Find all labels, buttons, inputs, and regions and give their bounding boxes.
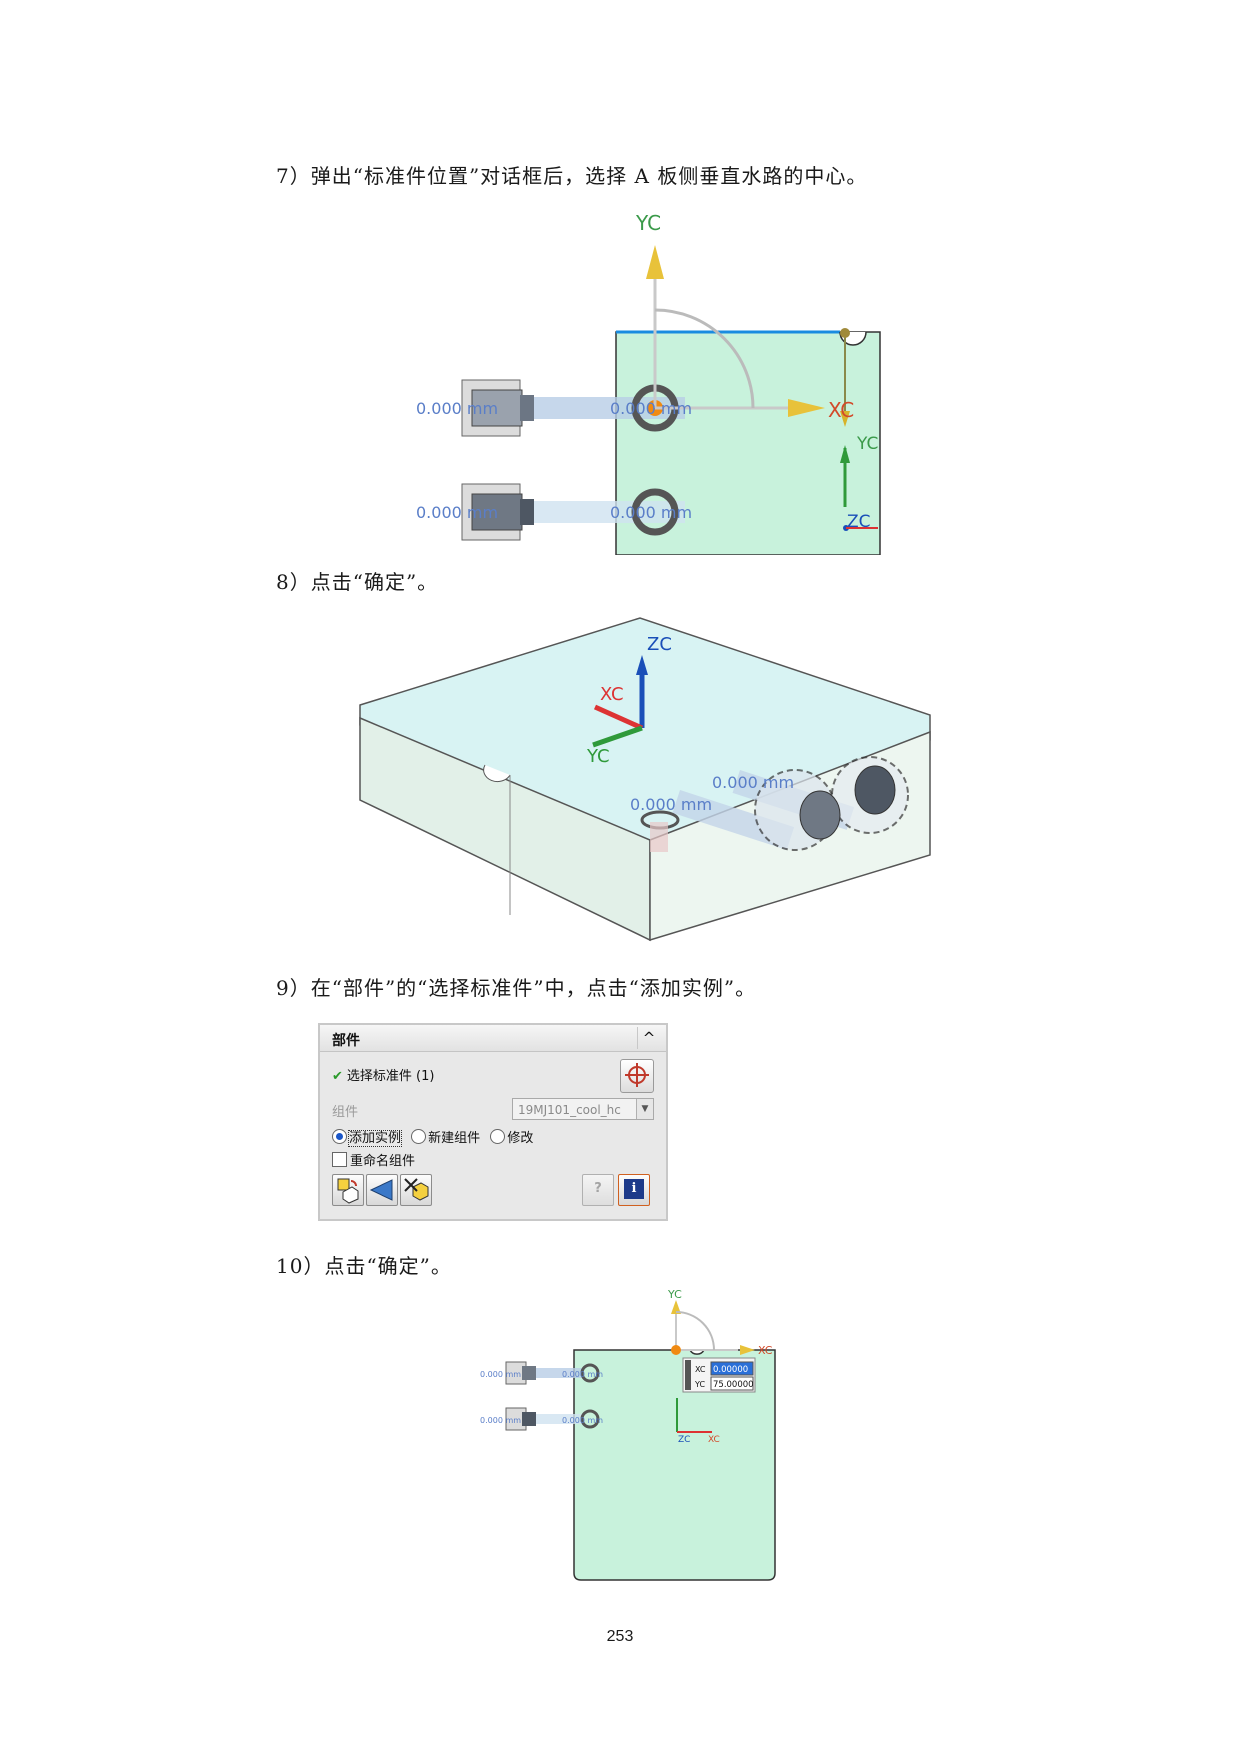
- component-label: 组件: [332, 1105, 359, 1120]
- dim-label-upper-right: 0.000 mm: [610, 399, 692, 418]
- component-select[interactable]: 19MJ101_cool_hc ▼: [512, 1098, 654, 1120]
- radio-modify[interactable]: 修改: [490, 1129, 533, 1146]
- figure-standard-part-position: YC XC YC ZC 0.000 mm 0.000 mm 0.000 mm 0…: [416, 211, 881, 555]
- pipe-upper: [520, 397, 685, 419]
- delete-component-icon: [404, 1178, 429, 1201]
- step-10-text: 10）点击“确定”。: [276, 1254, 452, 1278]
- crosshair-icon: [625, 1063, 649, 1087]
- dim-label-lower-right: 0.000 mm: [562, 1416, 603, 1425]
- remove-component-button[interactable]: [400, 1174, 432, 1206]
- connector-upper: [461, 379, 534, 437]
- reposition-icon: [337, 1178, 359, 1204]
- panel-title: 部件: [332, 1033, 360, 1049]
- step-8-text: 8）点击“确定”。: [276, 570, 439, 594]
- yc-axis-label: YC: [635, 211, 661, 235]
- part-panel: 部件 ^ ✔选择标准件 (1) 组件 19MJ101_cool_hc ▼ 添加实…: [318, 1023, 668, 1221]
- select-standard-part-label: 选择标准件 (1): [346, 1069, 435, 1084]
- page-number: 253: [606, 1628, 634, 1645]
- help-icon: ?: [594, 1181, 602, 1196]
- connector-lower: [461, 483, 534, 541]
- dim-label-upper-right: 0.000 mm: [562, 1370, 603, 1379]
- yc-small-label: YC: [856, 434, 878, 454]
- dim-label-lower-left: 0.000 mm: [480, 1416, 521, 1425]
- radio-new-component[interactable]: 新建组件: [411, 1129, 480, 1146]
- yc-axis-label: YC: [586, 746, 610, 767]
- dim-label-upper-left: 0.000 mm: [416, 399, 498, 418]
- check-icon: ✔: [332, 1069, 343, 1084]
- zc-small-label: ZC: [678, 1435, 690, 1445]
- xc-axis-label: XC: [600, 684, 624, 705]
- yc-field-value: 75.00000: [713, 1380, 754, 1390]
- plate-a-small: [573, 1349, 776, 1581]
- step-7-text: 7）弹出“标准件位置”对话框后，选择 A 板侧垂直水路的中心。: [276, 164, 868, 188]
- figure-isometric-plate: ZC XC YC 0.000 mm 0.000 mm: [359, 617, 931, 942]
- chevron-down-icon[interactable]: ▼: [636, 1099, 653, 1119]
- panel-header: 部件 ^: [320, 1025, 666, 1052]
- select-standard-part-row[interactable]: ✔选择标准件 (1): [332, 1065, 434, 1084]
- radio-add-instance[interactable]: 添加实例: [332, 1129, 403, 1147]
- dim-label-1: 0.000 mm: [712, 773, 794, 792]
- step-9-text: 9）在“部件”的“选择标准件”中，点击“添加实例”。: [276, 976, 757, 1000]
- dim-label-2: 0.000 mm: [630, 795, 712, 814]
- reposition-button[interactable]: [332, 1174, 364, 1206]
- pipe-lower: [520, 501, 685, 523]
- collapse-button[interactable]: ^: [637, 1027, 660, 1049]
- target-button[interactable]: [620, 1059, 654, 1093]
- water-hole-lower: [631, 488, 679, 536]
- zc-small-label: ZC: [847, 512, 871, 532]
- dim-label-upper-left: 0.000 mm: [480, 1370, 521, 1379]
- triangle-icon: [369, 1179, 393, 1201]
- coordinate-input-box: [682, 1357, 756, 1393]
- xc-value-field[interactable]: [710, 1361, 754, 1376]
- xc-field-label: XC: [695, 1365, 706, 1374]
- reverse-direction-button[interactable]: [366, 1174, 398, 1206]
- zc-axis-label: ZC: [647, 634, 672, 655]
- help-button[interactable]: ?: [582, 1174, 614, 1206]
- xc-axis-label: XC: [828, 398, 854, 422]
- info-icon: i: [624, 1179, 644, 1199]
- rename-component-checkbox[interactable]: 重命名组件: [332, 1150, 415, 1169]
- dim-label-lower-left: 0.000 mm: [416, 503, 498, 522]
- yc-axis-label: YC: [667, 1290, 682, 1301]
- xc-field-value: 0.00000: [713, 1365, 748, 1375]
- rename-component-label: 重命名组件: [350, 1154, 416, 1169]
- figure-coordinate-input: XC YC 0.00000 75.00000 YC XC ZC XC 0.000…: [480, 1290, 776, 1581]
- component-select-value: 19MJ101_cool_hc: [518, 1103, 621, 1117]
- origin-point: [671, 1345, 681, 1355]
- yc-field-label: YC: [694, 1380, 705, 1389]
- yc-value-field[interactable]: [710, 1376, 754, 1391]
- xc-axis-label: XC: [758, 1344, 773, 1357]
- info-button[interactable]: i: [618, 1174, 650, 1206]
- xc-small-label: XC: [708, 1435, 720, 1445]
- dim-label-lower-right: 0.000 mm: [610, 503, 692, 522]
- mode-radio-group: 添加实例 新建组件 修改: [332, 1127, 533, 1147]
